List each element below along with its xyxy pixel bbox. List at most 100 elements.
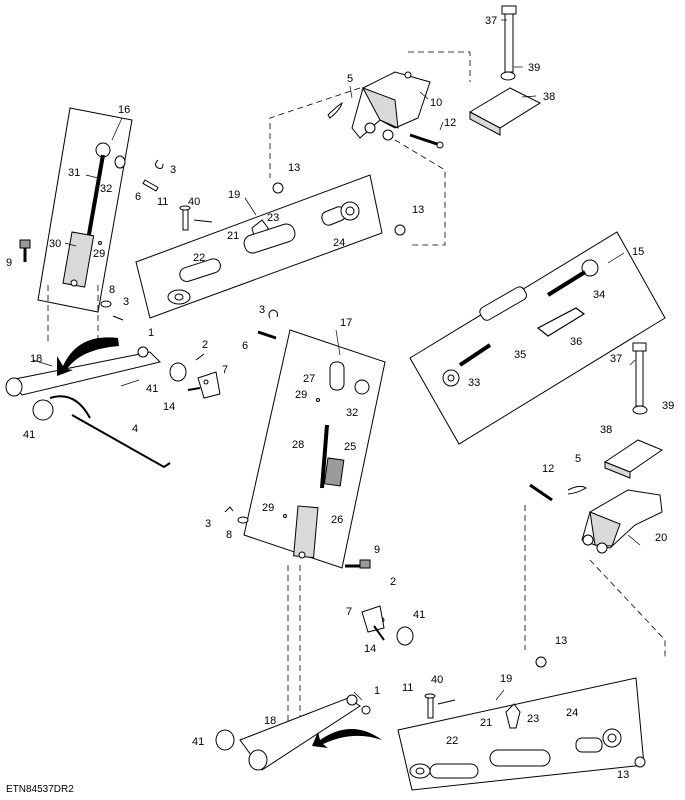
bolt-37-top (504, 11, 514, 73)
callout-3: 3 (123, 296, 129, 308)
panel-lift-link-upper (135, 174, 383, 319)
callout-29: 29 (295, 389, 307, 401)
callout-5: 5 (347, 73, 353, 85)
callout-22: 22 (446, 735, 458, 747)
lower-link-center (215, 605, 414, 771)
callout-34: 34 (593, 289, 605, 301)
callout-22: 22 (193, 252, 205, 264)
chain-4 (71, 414, 171, 469)
callout-27: 27 (303, 373, 315, 385)
lift-link-upper-parts (167, 182, 406, 305)
lower-link-left (5, 337, 221, 469)
callout-29: 29 (93, 248, 105, 260)
bracket-10-face (361, 87, 399, 129)
callout-37: 37 (610, 353, 622, 365)
callout-25: 25 (344, 441, 356, 453)
callout-16: 16 (118, 104, 130, 116)
callout-3: 3 (170, 164, 176, 176)
plate-38-top-side (469, 111, 501, 136)
callout-29: 29 (262, 502, 274, 514)
callout-17: 17 (340, 317, 352, 329)
callout-28: 28 (292, 439, 304, 451)
callout-5: 5 (575, 453, 581, 465)
arrow-upper (57, 337, 119, 376)
figure-code: ETN84537DR2 (6, 784, 74, 795)
washer-39-top (500, 71, 516, 81)
callout-32: 32 (100, 183, 112, 195)
callout-14: 14 (364, 643, 376, 655)
callout-9: 9 (6, 257, 12, 269)
callout-41: 41 (413, 609, 425, 621)
stabilizer-parts (442, 259, 599, 387)
callout-12: 12 (542, 463, 554, 475)
lift-link-lower-parts (409, 656, 646, 779)
callout-20: 20 (655, 532, 667, 544)
callout-38: 38 (543, 91, 555, 103)
callout-labels: 37 39 38 5 10 12 16 31 32 3 6 11 40 19 1… (6, 15, 674, 795)
bolt-9-head-upper (19, 239, 31, 249)
callout-1: 1 (374, 685, 380, 697)
pin-12-top-head (436, 141, 444, 149)
callout-12: 12 (444, 117, 456, 129)
panel-top-link-center (243, 329, 386, 569)
callout-13: 13 (555, 635, 567, 647)
panel-top-link-left (37, 107, 133, 313)
callout-15: 15 (632, 246, 644, 258)
callout-1: 1 (148, 327, 154, 339)
assembly-guide-lines (47, 51, 666, 730)
callout-35: 35 (514, 349, 526, 361)
bracket-assembly-right (529, 342, 664, 554)
callout-23: 23 (527, 713, 539, 725)
callout-6: 6 (135, 191, 141, 203)
panel-stabilizer (409, 231, 666, 445)
top-link-left-parts (19, 142, 164, 321)
callout-26: 26 (331, 514, 343, 526)
callout-2: 2 (202, 339, 208, 351)
callout-10: 10 (430, 97, 442, 109)
callout-4: 4 (132, 423, 138, 435)
callout-37: 37 (485, 15, 497, 27)
clip-5-top (327, 101, 343, 119)
callout-24: 24 (333, 237, 345, 249)
ball-41-left (32, 399, 54, 421)
callout-13: 13 (617, 769, 629, 781)
callout-33: 33 (468, 377, 480, 389)
callout-7: 7 (222, 364, 228, 376)
callout-30: 30 (49, 238, 61, 250)
callout-39: 39 (528, 62, 540, 74)
callout-19: 19 (500, 673, 512, 685)
callout-40: 40 (431, 674, 443, 686)
callout-2: 2 (390, 576, 396, 588)
callout-19: 19 (228, 189, 240, 201)
callout-8: 8 (226, 529, 232, 541)
callout-24: 24 (566, 707, 578, 719)
callout-23: 23 (267, 212, 279, 224)
callout-6: 6 (242, 340, 248, 352)
callout-21: 21 (227, 230, 239, 242)
callout-38: 38 (600, 424, 612, 436)
callout-3: 3 (205, 518, 211, 530)
callout-11: 11 (402, 682, 413, 694)
callout-41: 41 (146, 383, 158, 395)
callout-18: 18 (30, 353, 42, 365)
callout-8: 8 (109, 284, 115, 296)
callout-3: 3 (259, 304, 265, 316)
callout-40: 40 (188, 196, 200, 208)
callout-32: 32 (346, 407, 358, 419)
callout-9: 9 (374, 544, 380, 556)
callout-13: 13 (288, 162, 300, 174)
top-link-center-parts (224, 309, 371, 569)
callout-18: 18 (264, 715, 276, 727)
bracket-assembly-top (327, 5, 542, 149)
callout-7: 7 (346, 606, 352, 618)
callout-36: 36 (570, 336, 582, 348)
callout-11: 11 (157, 196, 168, 208)
callout-39: 39 (662, 400, 674, 412)
leader-lines (32, 19, 641, 701)
callout-13: 13 (412, 204, 424, 216)
callout-31: 31 (68, 167, 80, 179)
callout-14: 14 (163, 401, 175, 413)
callout-41: 41 (192, 736, 204, 748)
arrow-lower (312, 729, 382, 748)
